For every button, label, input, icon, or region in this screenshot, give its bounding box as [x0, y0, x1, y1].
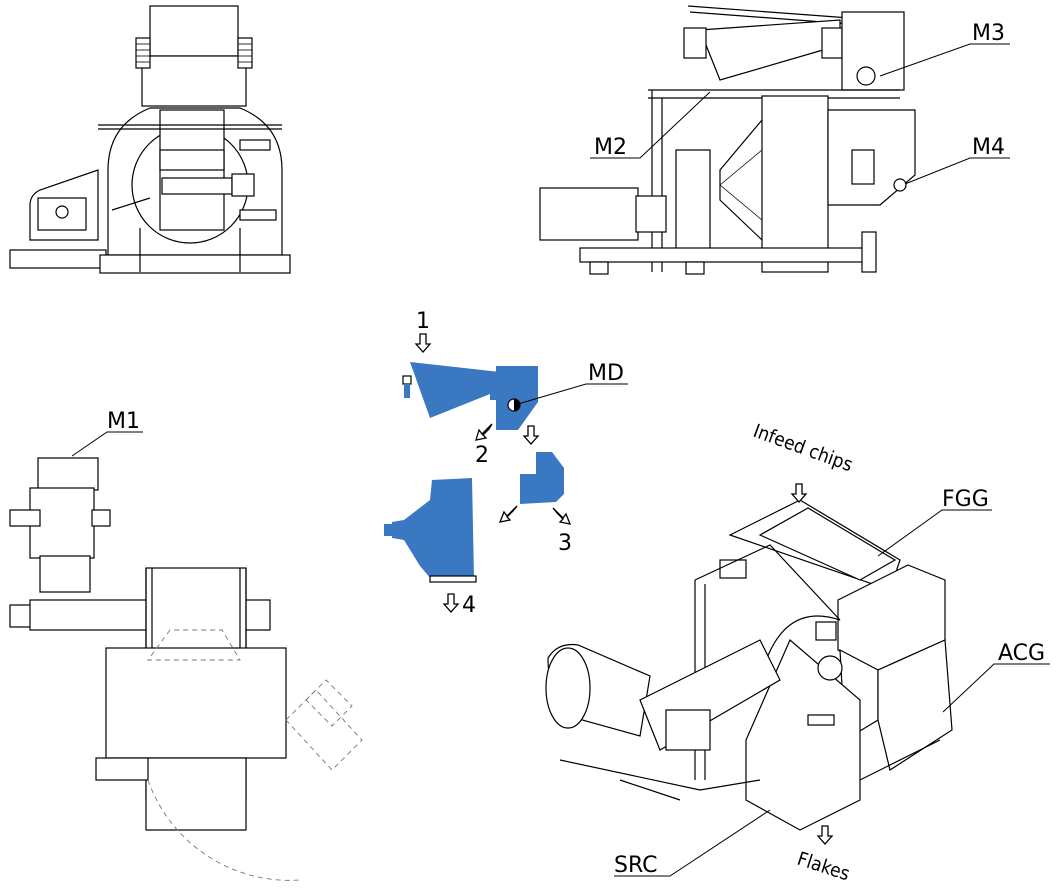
- classifier-block: [520, 452, 564, 504]
- label-m1: M1: [107, 409, 140, 434]
- label-flakes: Flakes: [794, 848, 852, 886]
- arrow-down-icon: [414, 333, 432, 353]
- flow-arrows: [414, 333, 834, 845]
- spring-right: [237, 37, 253, 69]
- outfeed-arrow-icon: [816, 825, 834, 845]
- leader-lines: [71, 43, 1050, 877]
- front-view: [9, 5, 291, 274]
- side-view: [539, 5, 916, 275]
- label-src: SRC: [614, 853, 658, 878]
- arrow-down-left-icon: [475, 423, 493, 441]
- arrow-down-icon: [442, 593, 460, 613]
- label-fgg: FGG: [942, 487, 989, 512]
- screen-block: [410, 362, 500, 418]
- label-md: MD: [588, 361, 624, 386]
- infeed-arrow-icon: [790, 483, 808, 503]
- slicer-block: [392, 478, 474, 580]
- flow-step-4: 4: [462, 593, 476, 618]
- flow-schematic: [384, 362, 564, 583]
- flow-step-1: 1: [416, 309, 430, 334]
- label-m4: M4: [972, 135, 1005, 160]
- top-view: [9, 457, 363, 881]
- flow-step-3: 3: [558, 531, 572, 556]
- label-m3: M3: [972, 21, 1005, 46]
- flow-step-2: 2: [475, 443, 489, 468]
- isometric-view: [545, 499, 953, 831]
- label-acg: ACG: [998, 641, 1045, 666]
- arrow-down-icon: [522, 425, 540, 445]
- arrow-down-left-icon: [498, 505, 518, 523]
- label-m2: M2: [594, 135, 627, 160]
- spring-left: [135, 37, 151, 69]
- arrow-down-right-icon: [552, 507, 572, 525]
- label-infeed-chips: Infeed chips: [750, 420, 855, 476]
